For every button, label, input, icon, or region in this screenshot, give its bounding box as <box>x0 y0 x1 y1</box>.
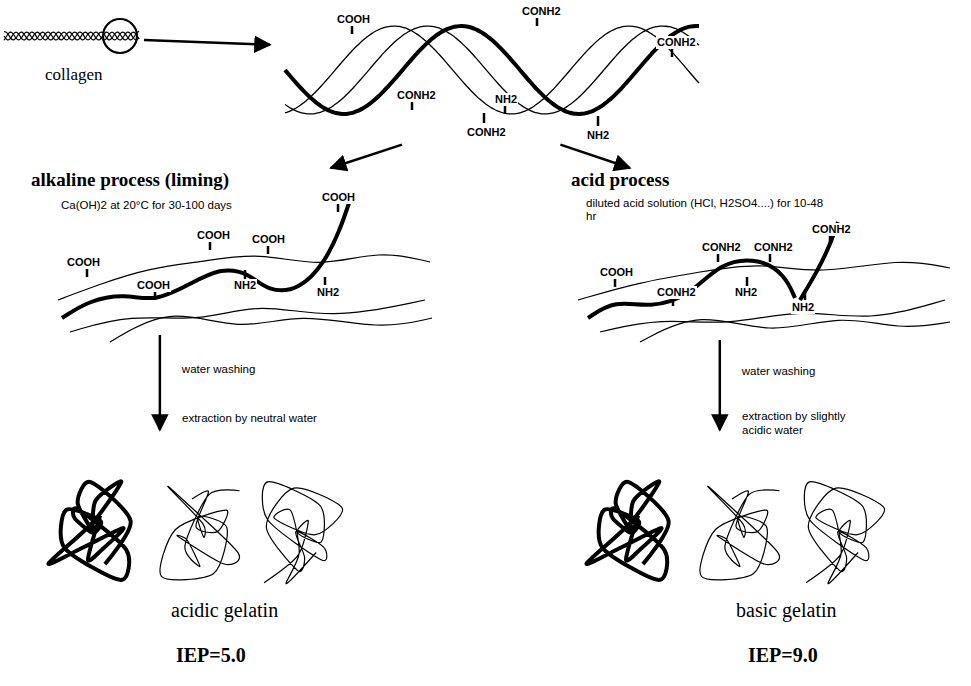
side-group-label: NH2 <box>586 129 610 142</box>
side-group-label: NH2 <box>233 279 257 292</box>
helix-chain <box>285 26 699 114</box>
region-label: acidic gelatin <box>171 599 278 622</box>
gelatin-coil <box>48 481 130 580</box>
side-group-tick <box>597 116 600 126</box>
side-group-label: CONH2 <box>701 241 742 254</box>
side-group-label: CONH2 <box>521 5 562 18</box>
denatured-chain <box>58 255 430 300</box>
collagen-strand <box>4 32 139 40</box>
side-group-label: COOH <box>336 13 371 26</box>
process-note: extraction by neutral water <box>182 412 317 426</box>
side-group-tick <box>769 253 772 262</box>
region-label: Ca(OH)2 at 20°C for 30-100 days <box>61 199 232 212</box>
process-arrow <box>719 340 722 430</box>
denatured-chain <box>588 261 795 318</box>
gelatin-coil <box>804 482 884 584</box>
region-label: IEP=5.0 <box>176 644 246 667</box>
side-group-label: CONH2 <box>656 286 697 299</box>
region-label: alkaline process (liming) <box>31 169 229 191</box>
diagram-region: collagen <box>4 8 144 88</box>
diagram-region: alkaline process (liming) Ca(OH)2 at 20°C… <box>20 168 440 335</box>
edge-label: water washing <box>742 365 816 379</box>
gelatin-coil <box>700 486 779 579</box>
side-group-label: NH2 <box>734 286 758 299</box>
side-group-tick <box>267 245 270 254</box>
gelatin-coil <box>262 482 342 584</box>
region-label: basic gelatin <box>736 599 837 622</box>
process-arrow <box>560 145 630 168</box>
side-group-label: COOH <box>251 233 286 246</box>
side-group-tick <box>337 203 340 212</box>
side-group-label: CONH2 <box>396 89 437 102</box>
denatured-chain <box>600 300 945 332</box>
region-label: diluted acid solution (HCl, H2SO4....) f… <box>586 197 826 223</box>
diagram-region: COOHCONH2CONH2CONH2NH2CONH2NH2 <box>270 2 710 145</box>
side-group-label: CONH2 <box>656 36 697 49</box>
process-note: extraction by slightly acidic water <box>742 410 867 438</box>
helix-chain <box>285 26 699 114</box>
process-arrow <box>144 40 270 45</box>
side-group-label: COOH <box>196 229 231 242</box>
side-group-tick <box>324 277 327 285</box>
side-group-label: NH2 <box>791 301 815 314</box>
side-group-tick <box>209 241 212 250</box>
denatured-chain <box>578 262 950 300</box>
zoom-circle <box>103 19 137 53</box>
side-group-label: NH2 <box>494 93 518 106</box>
side-group-label: COOH <box>66 256 101 269</box>
side-group-tick <box>483 113 486 123</box>
side-group-label: CONH2 <box>466 126 507 139</box>
denatured-chain <box>110 316 432 342</box>
gelatin-coil <box>160 486 239 579</box>
diagram-region: acidic gelatinIEP=5.0 <box>20 430 440 680</box>
diagram-region: acid process diluted acid solution (HCl, … <box>535 168 955 340</box>
side-group-label: CONH2 <box>811 223 852 236</box>
side-group-label: CONH2 <box>753 241 794 254</box>
denatured-chain <box>70 300 425 332</box>
denatured-chain <box>640 320 950 342</box>
side-group-tick <box>746 277 749 286</box>
denatured-chain <box>62 200 350 318</box>
edge-label: water washing <box>182 363 256 377</box>
side-group-label: COOH <box>321 191 356 204</box>
collagen-strand <box>4 31 139 40</box>
gelatin-coil <box>586 481 668 580</box>
diagram-region: basic gelatinIEP=9.0 <box>535 430 955 680</box>
side-group-label: COOH <box>136 279 171 292</box>
region-label: IEP=9.0 <box>748 644 818 667</box>
side-group-tick <box>717 253 720 262</box>
helix-chain <box>285 26 699 114</box>
process-arrow <box>159 335 162 430</box>
collagen-strand <box>4 32 139 40</box>
region-label: collagen <box>45 65 103 85</box>
process-arrow <box>331 145 402 168</box>
side-group-label: NH2 <box>316 286 340 299</box>
region-label: acid process <box>571 169 669 191</box>
side-group-label: COOH <box>599 266 634 279</box>
